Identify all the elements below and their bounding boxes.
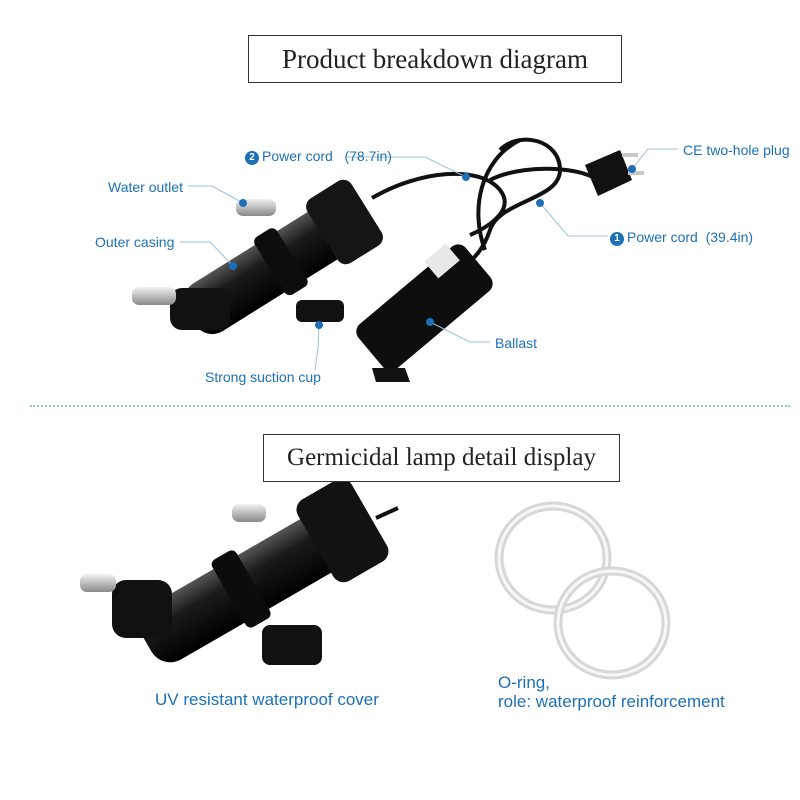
callout-outer-casing: Outer casing xyxy=(95,234,175,250)
callout-ballast: Ballast xyxy=(495,335,538,351)
ballast-art xyxy=(356,243,493,382)
lamp-detail-title: Germicidal lamp detail display xyxy=(263,434,620,482)
number-badge: 2 xyxy=(245,151,259,165)
caption-uv-cover: UV resistant waterproof cover xyxy=(155,690,379,709)
callout-ce-plug: CE two-hole plug xyxy=(683,142,790,158)
callout-length: (39.4in) xyxy=(705,229,754,245)
callout-dots xyxy=(229,165,636,329)
caption-oring-line2: role: waterproof reinforcement xyxy=(498,692,725,711)
uv-cover-unit xyxy=(80,478,399,665)
power-cord-lines xyxy=(370,137,602,272)
uv-filter-unit xyxy=(132,179,383,335)
caption-oring-line1: O-ring, xyxy=(498,673,550,692)
callout-label: Power cord xyxy=(262,148,333,164)
section-divider xyxy=(30,405,790,407)
callout-label: Power cord xyxy=(627,229,698,245)
breakdown-title: Product breakdown diagram xyxy=(248,35,622,83)
callout-water-outlet: Water outlet xyxy=(108,179,183,195)
callout-length: (78.7in) xyxy=(344,148,392,164)
ce-plug-art xyxy=(585,150,644,196)
callout-suction-cup: Strong suction cup xyxy=(205,369,321,385)
o-ring-art xyxy=(494,501,671,680)
number-badge: 1 xyxy=(610,232,624,246)
callout-leaders xyxy=(180,148,678,371)
